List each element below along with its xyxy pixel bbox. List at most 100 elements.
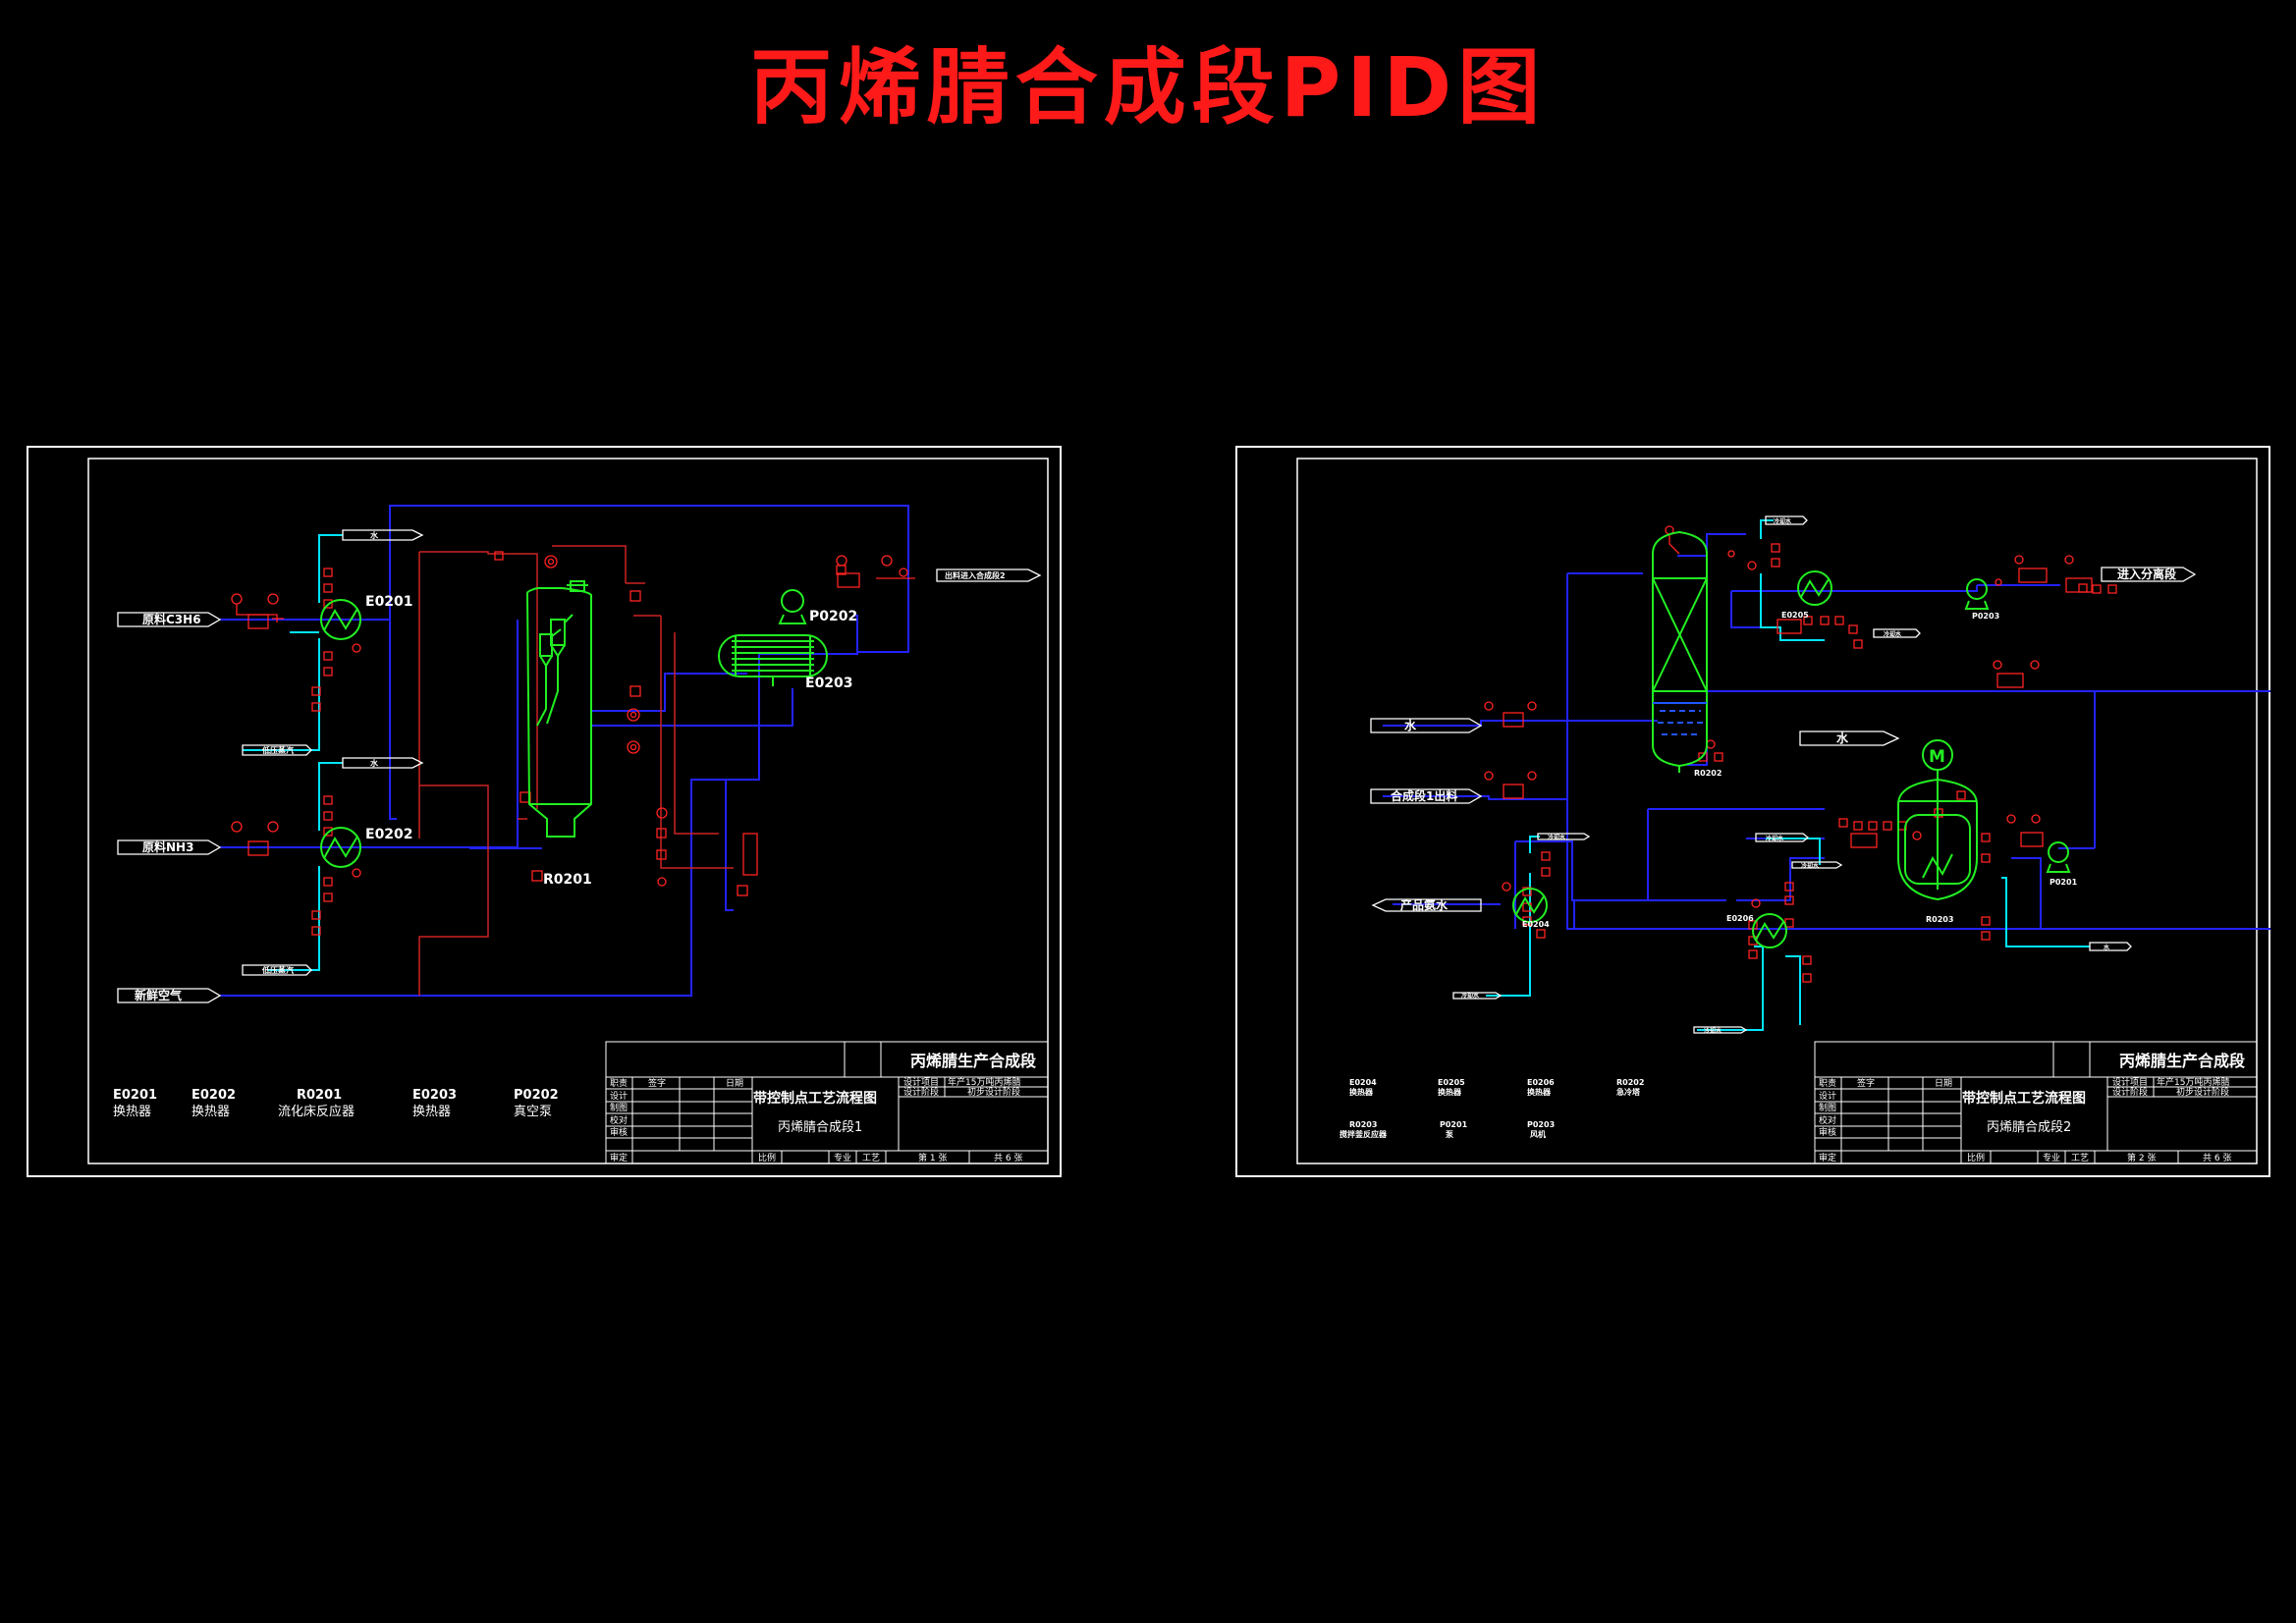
flag-cw8 (2089, 942, 2132, 951)
heat-exchanger-e0202-icon (320, 827, 361, 868)
svg-text:急冷塔: 急冷塔 (1616, 1087, 1641, 1097)
pid-sheet-1: 原料C3H6 原料NH3 新鲜空气 水 水 低压蒸汽 低压蒸汽 出料进入合成段2… (27, 446, 1062, 1177)
svg-text:审定: 审定 (610, 1152, 628, 1163)
flag-water2 (342, 757, 424, 769)
flag-cw4 (1755, 833, 1810, 842)
stream-product-out-label: 产品氨水 (1400, 897, 1449, 912)
heat-exchanger-e0201-icon (320, 599, 361, 640)
svg-text:换热器: 换热器 (1349, 1087, 1374, 1097)
instrumentation (231, 551, 915, 936)
tag-p0202: P0202 (809, 609, 857, 624)
flag-cw1 (1765, 515, 1808, 525)
svg-text:专业: 专业 (2043, 1152, 2060, 1163)
flag-water1 (342, 529, 424, 541)
svg-text:签字: 签字 (1857, 1077, 1875, 1089)
tag-e0204: E0204 (1522, 920, 1550, 929)
svg-text:设计项目: 设计项目 (2112, 1076, 2148, 1088)
svg-text:比例: 比例 (758, 1152, 776, 1163)
tag-e0203: E0203 (805, 676, 853, 691)
svg-text:丙烯腈生产合成段: 丙烯腈生产合成段 (910, 1052, 1037, 1070)
svg-text:E0205: E0205 (1438, 1078, 1465, 1087)
svg-text:E0203: E0203 (412, 1088, 457, 1103)
svg-text:共 6 张: 共 6 张 (994, 1153, 1022, 1163)
tag-r0201: R0201 (543, 872, 592, 888)
svg-text:日期: 日期 (726, 1078, 743, 1089)
svg-text:流化床反应器: 流化床反应器 (278, 1104, 355, 1119)
pump-p0202-icon (778, 589, 807, 624)
svg-text:设计项目: 设计项目 (903, 1076, 939, 1088)
svg-text:E0204: E0204 (1349, 1078, 1377, 1087)
sheet-frame (27, 446, 1062, 1177)
svg-text:职责: 职责 (610, 1077, 628, 1089)
process-piping (220, 505, 909, 997)
tag-p0201: P0201 (2050, 878, 2078, 887)
pump-p0201-icon (2046, 841, 2071, 873)
tag-e0206: E0206 (1726, 914, 1754, 923)
stream-steam1-label: 低压蒸汽 (261, 745, 294, 755)
flag-outlet (936, 568, 1042, 582)
flag-cw7 (1693, 1026, 1748, 1034)
flag-cw2 (1873, 628, 1921, 638)
quench-tower-r0202-icon (1652, 530, 1708, 773)
svg-text:P0202: P0202 (514, 1088, 559, 1103)
utility-lines (1486, 519, 2090, 1031)
svg-text:风机: 风机 (1530, 1129, 1546, 1139)
stream-outlet-label: 出料进入合成段2 (945, 570, 1006, 580)
tag-e0205: E0205 (1781, 611, 1809, 620)
svg-text:冷却水: 冷却水 (1704, 1027, 1722, 1035)
flag-product-out (1371, 898, 1482, 912)
svg-text:审核: 审核 (610, 1126, 628, 1138)
stream-water-in-label: 水 (1404, 718, 1417, 732)
svg-text:带控制点工艺流程图: 带控制点工艺流程图 (753, 1090, 877, 1107)
svg-text:丙烯腈合成段1: 丙烯腈合成段1 (778, 1120, 862, 1135)
stream-flags (117, 529, 1042, 1003)
instrumentation (1484, 525, 2117, 983)
stream-flags (1370, 515, 2197, 1034)
svg-text:初步设计阶段: 初步设计阶段 (2176, 1086, 2229, 1098)
svg-text:校对: 校对 (610, 1114, 628, 1126)
svg-text:丙烯腈生产合成段: 丙烯腈生产合成段 (2119, 1052, 2246, 1070)
equipment: M (1512, 530, 2071, 948)
flag-to-separation (2101, 567, 2197, 582)
flag-water-in (1370, 718, 1483, 733)
svg-text:日期: 日期 (1935, 1078, 1952, 1089)
svg-text:冷却水: 冷却水 (1801, 862, 1820, 870)
svg-text:比例: 比例 (1967, 1152, 1985, 1163)
svg-text:制图: 制图 (1819, 1102, 1836, 1113)
flag-cw3 (1537, 833, 1591, 840)
svg-text:R0201: R0201 (297, 1088, 342, 1103)
heat-exchanger-e0204-icon (1512, 888, 1548, 923)
flag-cw6 (1452, 992, 1503, 1000)
svg-text:冷却水: 冷却水 (1548, 834, 1566, 841)
svg-text:冷却水: 冷却水 (1461, 992, 1480, 1000)
signal-lines (418, 545, 734, 996)
svg-text:第 2 张: 第 2 张 (2127, 1152, 2156, 1163)
tag-e0202: E0202 (365, 827, 413, 842)
svg-text:专业: 专业 (834, 1152, 851, 1163)
svg-text:审定: 审定 (1819, 1152, 1836, 1163)
svg-text:设计: 设计 (1819, 1090, 1836, 1102)
svg-text:初步设计阶段: 初步设计阶段 (967, 1086, 1020, 1098)
svg-text:制图: 制图 (610, 1102, 628, 1113)
svg-text:M: M (1929, 747, 1945, 767)
heat-exchanger-e0203-icon (718, 634, 828, 686)
stream-steam2-label: 低压蒸汽 (261, 965, 294, 975)
stream-feed-in-label: 合成段1出料 (1391, 788, 1457, 803)
svg-text:P0201: P0201 (1440, 1120, 1468, 1129)
svg-text:设计: 设计 (610, 1090, 628, 1102)
svg-text:年产15万吨丙烯腈: 年产15万吨丙烯腈 (2157, 1076, 2229, 1088)
svg-text:审核: 审核 (1819, 1126, 1836, 1138)
svg-text:共 6 张: 共 6 张 (2203, 1153, 2231, 1163)
tag-r0203: R0203 (1926, 915, 1953, 924)
heat-exchanger-e0206-icon (1752, 913, 1787, 948)
svg-text:冷却水: 冷却水 (1884, 630, 1902, 638)
